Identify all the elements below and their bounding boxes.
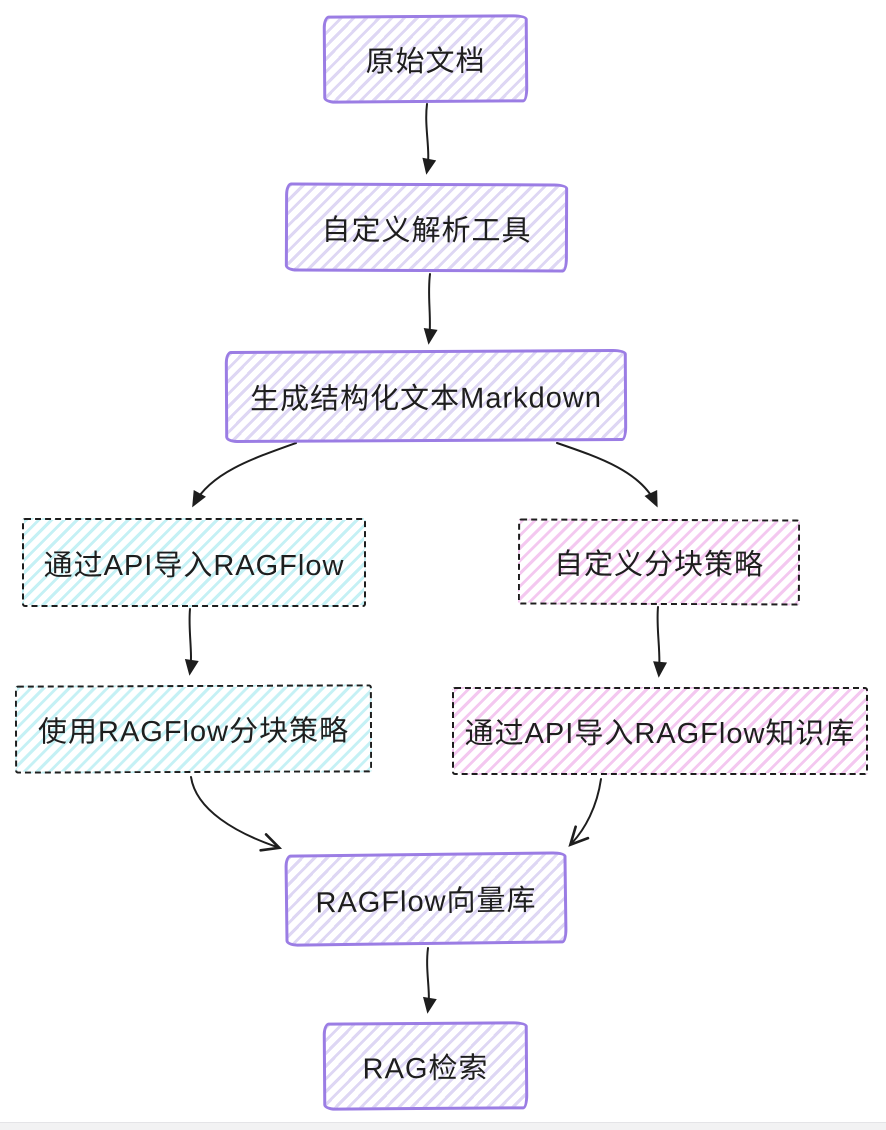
node-vector-store[interactable]: RAGFlow向量库 <box>284 851 568 947</box>
node-original-document[interactable]: 原始文档 <box>322 14 529 104</box>
node-api-import-kb[interactable]: 通过API导入RAGFlow知识库 <box>452 687 868 775</box>
edge-api-import-to-ragflow-chunking[interactable] <box>184 608 199 676</box>
edge-custom-chunking-to-api-kb[interactable] <box>653 606 668 678</box>
node-api-import-kb-label: 通过API导入RAGFlow知识库 <box>464 718 856 750</box>
node-custom-chunking[interactable]: 自定义分块策略 <box>517 518 801 606</box>
node-markdown-output-label: 生成结构化文本Markdown <box>250 382 602 416</box>
edge-markdown-to-custom-chunking[interactable] <box>556 442 658 508</box>
node-ragflow-chunking[interactable]: 使用RAGFlow分块策略 <box>14 684 373 774</box>
edge-parser-to-markdown[interactable] <box>423 273 438 345</box>
node-ragflow-chunking-label: 使用RAGFlow分块策略 <box>37 715 350 749</box>
edge-vector-store-to-rag-retrieval[interactable] <box>422 947 437 1014</box>
edge-api-kb-to-vector-store[interactable] <box>568 778 602 847</box>
edge-markdown-to-api-import[interactable] <box>192 442 297 508</box>
edge-original-to-parser[interactable] <box>422 103 437 175</box>
node-vector-store-label: RAGFlow向量库 <box>315 884 537 920</box>
node-markdown-output[interactable]: 生成结构化文本Markdown <box>224 348 628 444</box>
node-api-import-ragflow[interactable]: 通过API导入RAGFlow <box>22 518 366 607</box>
node-original-document-label: 原始文档 <box>365 45 486 79</box>
edge-ragflow-chunking-to-vector-store[interactable] <box>190 776 283 852</box>
node-custom-chunking-label: 自定义分块策略 <box>553 548 765 582</box>
node-rag-retrieval-label: RAG检索 <box>362 1052 489 1086</box>
node-api-import-ragflow-label: 通过API导入RAGFlow <box>43 549 345 582</box>
node-custom-parser-label: 自定义解析工具 <box>321 214 532 247</box>
node-rag-retrieval[interactable]: RAG检索 <box>322 1021 529 1111</box>
page-bottom-edge <box>0 1122 886 1130</box>
node-custom-parser[interactable]: 自定义解析工具 <box>284 182 569 273</box>
